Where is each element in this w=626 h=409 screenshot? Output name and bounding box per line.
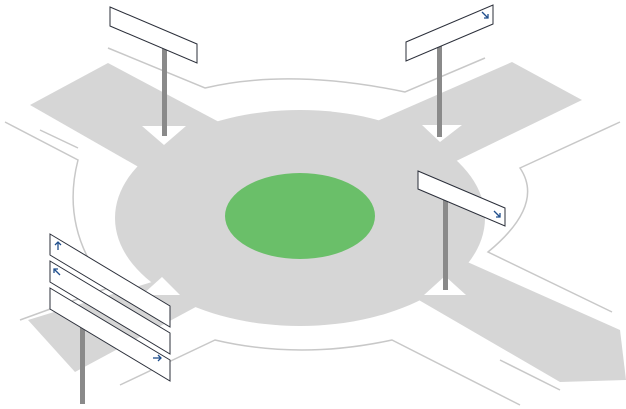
sign-panel <box>406 5 493 61</box>
green-island <box>225 173 375 259</box>
curb-outer-nw <box>40 130 78 148</box>
pole <box>437 40 442 137</box>
curb-south <box>120 340 520 405</box>
pole <box>80 320 85 404</box>
pole <box>443 190 448 290</box>
